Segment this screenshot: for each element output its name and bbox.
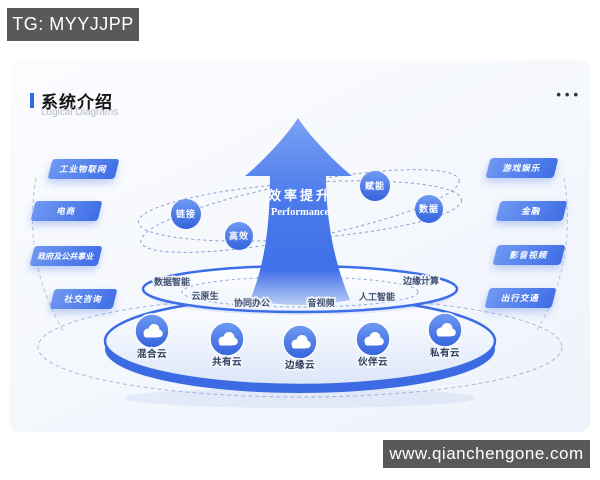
performance-arrow: [245, 118, 352, 305]
industry-label-media: 影音视频: [492, 245, 566, 265]
title-accent-bar: [30, 93, 34, 108]
ring-label-audio-video: 音视频: [307, 297, 334, 308]
cloud-icon: [143, 324, 163, 338]
arrow-title: 效率提升: [268, 188, 332, 203]
cloud-node-edge: 边缘云: [282, 324, 318, 373]
industry-label-gaming: 游戏娱乐: [485, 158, 559, 178]
watermark-top: TG: MYYJJPP: [7, 8, 139, 41]
outer-dashed-arc-right: [535, 177, 568, 333]
cloud-label: 共有云: [212, 356, 242, 368]
platform-shadow: [125, 388, 475, 408]
cloud-node-private: 私有云: [427, 312, 463, 361]
ring-label-edge-computing: 边缘计算: [402, 275, 439, 286]
industry-label-social: 社交咨询: [49, 289, 118, 309]
cloud-label: 边缘云: [284, 359, 315, 371]
arrow-subtitle: Performance: [271, 207, 330, 218]
cloud-label: 伙伴云: [358, 356, 388, 368]
ring-label-collaboration: 协同办公: [234, 297, 270, 308]
page-subtitle: Logical Diagrams: [41, 107, 119, 118]
orbit-node-data: 数据: [415, 195, 443, 223]
orbit-node-label: 高效: [229, 230, 249, 241]
page-title: 系统介绍: [41, 93, 113, 112]
orbit-node-label: 数据: [419, 203, 439, 214]
cloud-icon: [364, 332, 384, 346]
cloud-icon: [218, 332, 238, 346]
industry-label-industrial-iot: 工业物联网: [47, 159, 120, 179]
orbit-node-label: 链接: [176, 208, 196, 219]
cloud-icon: [436, 323, 456, 337]
cloud-node-hybrid: 混合云: [134, 313, 170, 362]
orbit-node-link: 链接: [171, 199, 201, 229]
cloud-node-public: 共有云: [209, 321, 245, 370]
orbit-node-label: 赋能: [365, 180, 385, 191]
cloud-label: 混合云: [137, 348, 167, 360]
industry-label-government: 政府及公共事业: [29, 246, 103, 266]
cloud-label: 私有云: [429, 347, 460, 359]
industry-label-finance: 金融: [495, 201, 568, 221]
ring-label-ai: 人工智能: [358, 291, 395, 302]
cloud-icon: [291, 335, 311, 349]
industry-label-ecommerce: 电商: [30, 201, 103, 221]
cloud-node-partner: 伙伴云: [355, 321, 391, 370]
orbit-node-empower: 赋能: [360, 171, 390, 201]
watermark-website: www.qianchengone.com: [383, 440, 590, 468]
page-title-row: 系统介绍: [30, 88, 113, 113]
orbit-node-efficient: 高效: [225, 222, 253, 250]
ring-label-cloud-native: 云原生: [191, 290, 218, 301]
industry-label-transport: 出行交通: [484, 288, 557, 308]
more-menu-icon[interactable]: •••: [556, 87, 582, 102]
ring-label-data-intelligence: 数据智能: [154, 276, 190, 287]
